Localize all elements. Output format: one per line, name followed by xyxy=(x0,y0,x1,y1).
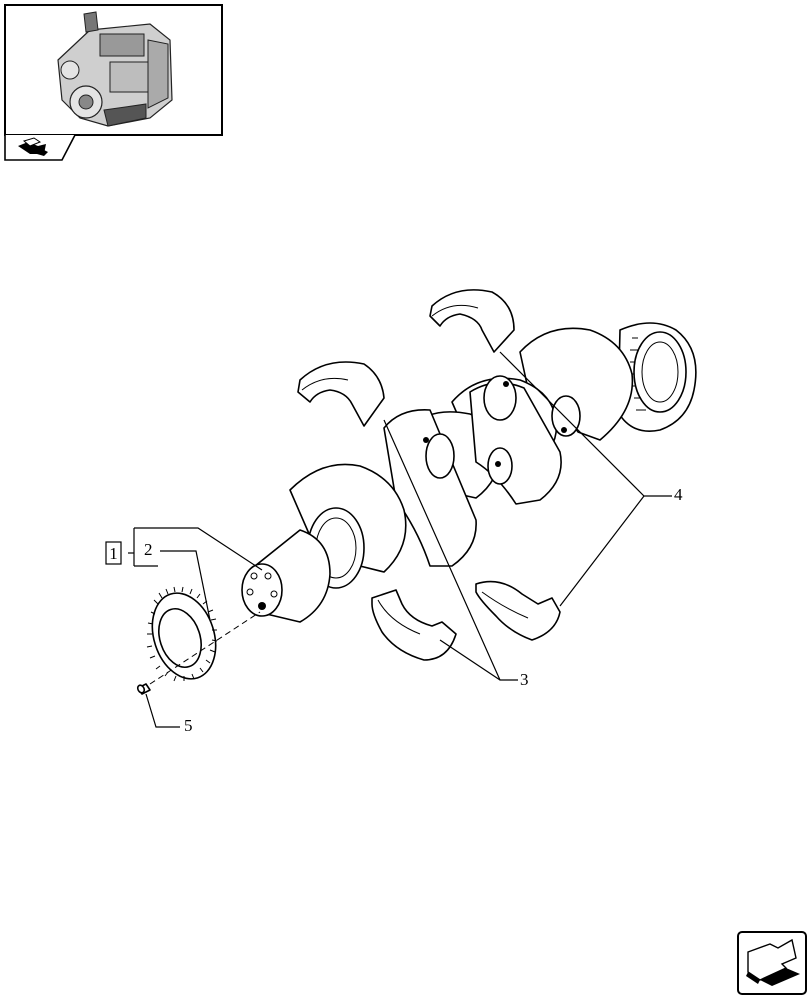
callout-1: 1 xyxy=(105,541,122,565)
callout-5-text: 5 xyxy=(184,716,193,735)
next-page-button[interactable] xyxy=(737,931,807,995)
axis-centerline xyxy=(149,611,261,685)
dowel-pin xyxy=(136,683,151,695)
next-page-arrow-icon xyxy=(746,938,800,986)
crankshaft xyxy=(241,322,697,623)
engine-icon xyxy=(57,11,173,127)
callout-2-text: 2 xyxy=(144,540,153,559)
callout-3-text: 3 xyxy=(520,670,529,689)
timing-gear xyxy=(146,586,218,682)
rod-bearing-shell-lower-right xyxy=(475,580,561,641)
main-bearing-shell-upper xyxy=(297,361,385,427)
book-arrow-icon xyxy=(18,137,48,156)
leader-lines xyxy=(128,351,672,728)
engine-thumbnail[interactable] xyxy=(4,4,223,136)
rod-bearing-shell-upper-right xyxy=(429,289,515,353)
main-bearing-shell-lower xyxy=(371,589,457,661)
callout-1-text: 1 xyxy=(109,544,118,563)
callout-4-text: 4 xyxy=(674,485,683,504)
thumbnail-tab[interactable] xyxy=(4,134,76,161)
